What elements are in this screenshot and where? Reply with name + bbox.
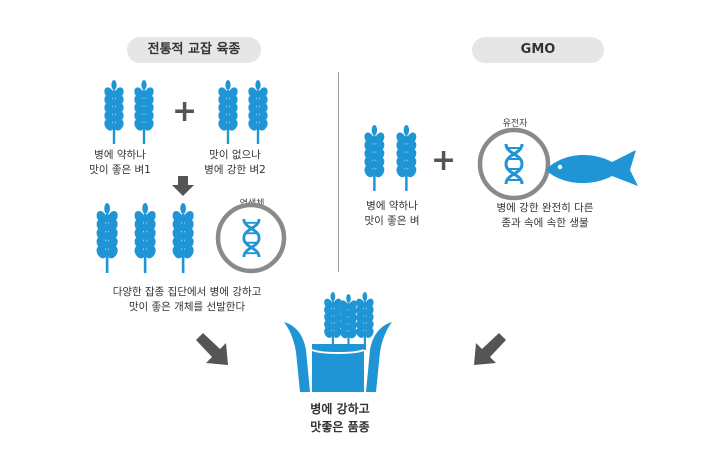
rice1-caption: 병에 약하나 맛이 좋은 벼1: [80, 148, 160, 178]
result-caption-line1: 병에 강하고: [310, 402, 370, 416]
gmo-rice-caption: 병에 약하나 맛이 좋은 벼: [352, 199, 432, 229]
wheat-icon: [396, 125, 417, 191]
organism-caption: 병에 강한 완전히 다른 종과 속에 속한 생물: [475, 201, 615, 231]
arrow-icon: [196, 333, 228, 365]
wheat-icon: [324, 292, 342, 350]
wheat-icon: [248, 80, 268, 144]
gmo-rice-caption-line1: 병에 약하나: [366, 200, 418, 212]
gene-label: 유전자: [502, 119, 528, 129]
gmo-rice-caption-line2: 맛이 좋은 벼: [364, 215, 420, 227]
chromosome-circle-icon: [215, 202, 287, 274]
wheat-icon: [172, 203, 194, 273]
wheat-icon: [340, 294, 357, 350]
harvest-icon: [284, 322, 392, 392]
organism-caption-line2: 종과 속에 속한 생물: [501, 217, 589, 229]
selection-caption-line2: 맛이 좋은 개체를 선발한다: [128, 301, 246, 313]
rice2-caption-line2: 병에 강한 벼2: [204, 164, 266, 176]
fish-icon: [546, 150, 638, 186]
plus-icon: +: [431, 143, 457, 178]
dna-icon: [241, 218, 261, 258]
divider: [338, 72, 339, 272]
wheat-icon: [96, 203, 118, 273]
arrow-icon: [474, 333, 506, 365]
gene-circle-icon: [477, 127, 551, 201]
wheat-icon: [356, 292, 374, 350]
selection-caption-line1: 다양한 잡종 집단에서 병에 강하고: [112, 286, 262, 298]
wheat-icon: [134, 80, 154, 144]
down-arrow-icon: [172, 176, 194, 196]
dna-icon: [504, 143, 524, 185]
wheat-icon: [134, 203, 156, 273]
wheat-icon: [104, 80, 124, 144]
rice1-caption-line2: 맛이 좋은 벼1: [89, 164, 151, 176]
wheat-icon: [218, 80, 238, 144]
wheat-icon: [364, 125, 385, 191]
rice2-caption: 맛이 없으나 병에 강한 벼2: [195, 148, 275, 178]
selection-caption: 다양한 잡종 집단에서 병에 강하고 맛이 좋은 개체를 선발한다: [82, 285, 292, 315]
gmo-title: GMO: [472, 37, 604, 63]
result-caption: 병에 강하고 맛좋은 품종: [290, 400, 390, 436]
traditional-breeding-title: 전통적 교잡 육종: [127, 37, 261, 63]
organism-caption-line1: 병에 강한 완전히 다른: [496, 202, 594, 214]
plus-icon: +: [172, 94, 198, 129]
rice2-caption-line1: 맛이 없으나: [209, 149, 261, 161]
result-caption-line2: 맛좋은 품종: [310, 420, 370, 434]
rice1-caption-line1: 병에 약하나: [94, 149, 146, 161]
